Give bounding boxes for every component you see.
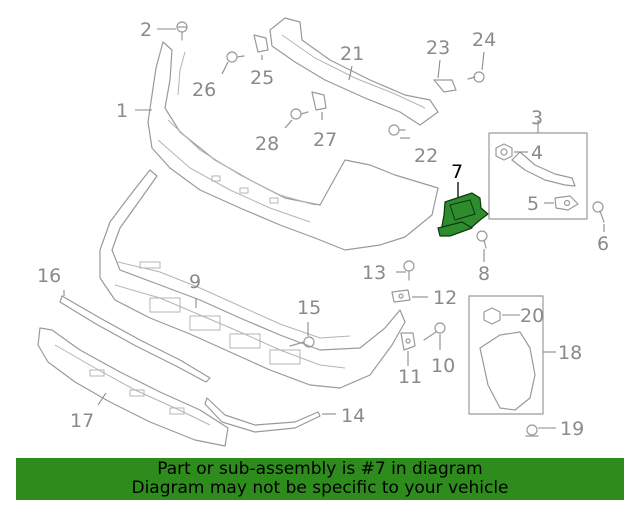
callout-20: 20: [520, 305, 544, 327]
part-12-clip: [391, 289, 411, 303]
callout-21: 21: [340, 43, 364, 65]
part-9-lower-valance: [99, 169, 406, 389]
callout-12: 12: [433, 287, 457, 309]
callout-14: 14: [341, 405, 365, 427]
part-22-bolt: [388, 124, 406, 136]
part-14-trim-strip: [204, 397, 321, 433]
part-15-pin: [289, 336, 315, 348]
part-24-bolt: [467, 71, 485, 83]
callout-27: 27: [313, 129, 337, 151]
callout-3: 3: [531, 107, 543, 129]
callout-16: 16: [37, 265, 61, 287]
callout-15: 15: [297, 297, 321, 319]
callout-24: 24: [472, 29, 496, 51]
callout-7: 7: [451, 161, 463, 183]
part-7-bracket-highlighted[interactable]: [437, 192, 489, 237]
part-20-nut: [483, 307, 501, 325]
callout-22: 22: [414, 145, 438, 167]
callout-9: 9: [189, 271, 201, 293]
part-26-bolt: [226, 51, 245, 63]
part-18-mud-guard: [468, 295, 544, 415]
parts-diagram: 1 2 3 4 5 6 7 8 9 10 11 12 13 14 15 16 1…: [37, 17, 609, 447]
part-17-skid-plate: [37, 327, 229, 447]
part-13-screw: [403, 260, 415, 281]
part-2-clip: [176, 21, 188, 41]
callout-17: 17: [70, 410, 94, 432]
part-28-bolt: [290, 108, 309, 120]
info-banner: Part or sub-assembly is #7 in diagram Di…: [16, 458, 624, 500]
callout-13: 13: [362, 262, 386, 284]
callout-25: 25: [250, 67, 274, 89]
part-6-bolt: [592, 201, 605, 223]
part-25-clip: [253, 34, 269, 53]
callout-26: 26: [192, 79, 216, 101]
part-10-bolt: [423, 322, 446, 341]
banner-line-2: Diagram may not be specific to your vehi…: [131, 478, 509, 498]
callout-18: 18: [558, 342, 582, 364]
callout-28: 28: [255, 133, 279, 155]
callout-11: 11: [398, 366, 422, 388]
banner-line-1: Part or sub-assembly is #7 in diagram: [157, 459, 483, 479]
callout-labels: 1 2 3 4 5 6 7 8 9 10 11 12 13 14 15 16 1…: [37, 19, 609, 440]
callout-8: 8: [478, 263, 490, 285]
callout-10: 10: [431, 355, 455, 377]
part-21-reinforcement: [269, 17, 439, 126]
callout-4: 4: [531, 142, 543, 164]
part-11-clip: [400, 332, 416, 351]
part-23-bracket: [433, 79, 457, 93]
part-5-retainer: [554, 195, 579, 211]
leader-lines: [63, 28, 605, 429]
part-19-clip: [525, 424, 539, 437]
part-1-bumper-cover: [147, 41, 439, 251]
part-27-bracket: [311, 91, 327, 111]
part-16-strip: [59, 295, 211, 383]
callout-1: 1: [116, 100, 128, 122]
callout-19: 19: [560, 418, 584, 440]
part-8-bolt: [476, 230, 488, 249]
callout-23: 23: [426, 37, 450, 59]
callout-2: 2: [140, 19, 152, 41]
callout-6: 6: [597, 233, 609, 255]
part-4-nut: [495, 143, 513, 161]
callout-5: 5: [527, 193, 539, 215]
